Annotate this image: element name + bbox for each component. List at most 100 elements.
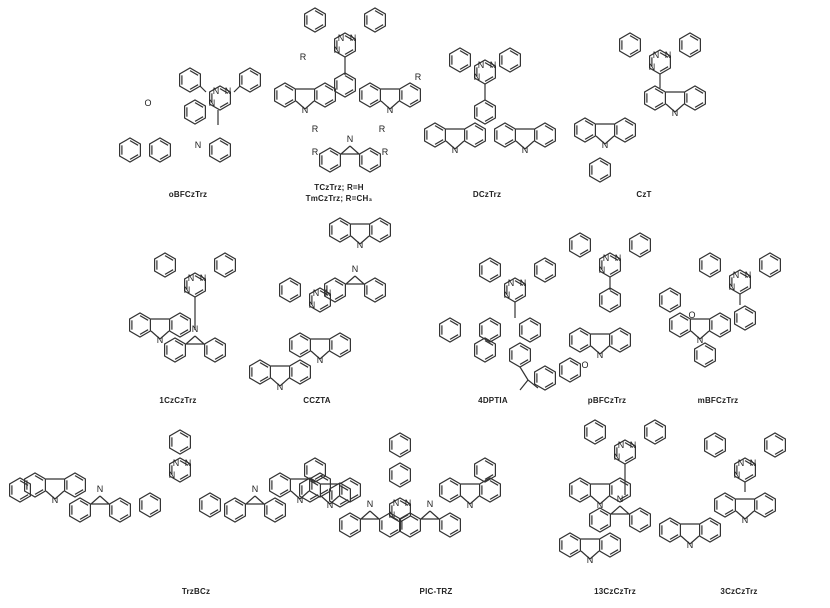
double-bond: [624, 456, 634, 462]
r-substituent: R: [312, 124, 319, 134]
label-CzT: CzT: [636, 190, 651, 199]
single-bond: [349, 145, 360, 155]
double-bond: [399, 479, 409, 485]
double-bond: [409, 529, 419, 535]
benzene-ring: [764, 432, 786, 458]
label-pBFCzTrz: pBFCzTrz: [588, 396, 627, 405]
double-bond: [719, 315, 729, 321]
double-bond: [484, 474, 494, 480]
double-bond: [409, 515, 419, 521]
double-bond: [599, 160, 609, 166]
carbazole-ring: [709, 312, 731, 338]
label-TCzTrz: TCzTrz; R=H: [314, 183, 364, 192]
triazine-nitrogen: N: [309, 300, 316, 310]
single-bond: [595, 135, 606, 145]
carbazole-nitrogen: N: [357, 240, 364, 250]
benzene-ring: [584, 419, 606, 445]
benzene-ring: [9, 477, 31, 503]
double-bond: [484, 460, 494, 466]
benzene-ring: [644, 419, 666, 445]
carbazole-nitrogen: N: [387, 105, 394, 115]
carbazole-nitrogen: N: [277, 382, 284, 392]
carbazole-ring: [569, 327, 591, 353]
benzene-ring: [304, 457, 326, 483]
benzene-ring: [479, 317, 501, 343]
double-bond: [514, 280, 524, 286]
double-bond: [489, 334, 499, 340]
r-substituent: R: [312, 147, 319, 157]
double-bond: [509, 64, 519, 70]
double-bond: [344, 35, 354, 41]
double-bond: [314, 24, 324, 30]
r-substituent: R: [379, 124, 386, 134]
double-bond: [509, 50, 519, 56]
furan-oxygen: O: [688, 310, 695, 320]
triazine-ring: [209, 85, 231, 111]
single-bond: [319, 350, 330, 360]
double-bond: [709, 520, 719, 526]
triazine-nitrogen: N: [184, 285, 191, 295]
carbazole-ring: [64, 472, 86, 498]
double-bond: [409, 99, 419, 105]
benzene-ring: [679, 32, 701, 58]
double-bond: [489, 320, 499, 326]
double-bond: [79, 514, 89, 520]
double-bond: [399, 465, 409, 471]
double-bond: [314, 474, 324, 480]
carbazole-ring: [479, 477, 501, 503]
benzene-ring: [169, 429, 191, 455]
double-bond: [159, 140, 169, 146]
atom-label: N: [195, 140, 202, 150]
double-bond: [484, 354, 494, 360]
double-bond: [314, 460, 324, 466]
double-bond: [149, 495, 159, 501]
carbazole-ring: [644, 85, 666, 111]
triazine-nitrogen: N: [334, 45, 341, 55]
carbazole-ring: [314, 82, 336, 108]
benzene-ring: [699, 252, 721, 278]
double-bond: [299, 349, 309, 355]
double-bond: [529, 320, 539, 326]
double-bond: [544, 139, 554, 145]
single-bond: [290, 490, 301, 500]
double-bond: [609, 269, 619, 275]
label-3CzCzTrz: 3CzCzTrz: [720, 587, 757, 596]
single-bond: [359, 235, 370, 245]
r-substituent: R: [300, 52, 307, 62]
carbazole-ring: [399, 82, 421, 108]
double-bond: [159, 154, 169, 160]
double-bond: [569, 549, 579, 555]
double-bond: [374, 10, 384, 16]
double-bond: [449, 529, 459, 535]
carbazole-ring: [494, 122, 516, 148]
double-bond: [579, 494, 589, 500]
double-bond: [619, 344, 629, 350]
triazine-nitrogen: N: [615, 253, 622, 263]
double-bond: [399, 435, 409, 441]
triazine-nitrogen: N: [350, 33, 357, 43]
carbazole-ring: [289, 332, 311, 358]
benzene-ring: [179, 67, 201, 93]
carbazole-nitrogen: N: [367, 499, 374, 509]
triazine-nitrogen: N: [338, 33, 345, 43]
double-bond: [379, 220, 389, 226]
double-bond: [374, 280, 384, 286]
single-bond: [199, 85, 207, 93]
carbazole-ring: [614, 117, 636, 143]
double-bond: [619, 494, 629, 500]
single-bond: [469, 495, 480, 505]
double-bond: [219, 88, 229, 94]
single-bond: [360, 510, 371, 520]
benzene-ring: [214, 252, 236, 278]
double-bond: [744, 474, 754, 480]
double-bond: [74, 475, 84, 481]
double-bond: [339, 335, 349, 341]
benzene-ring: [199, 492, 221, 518]
double-bond: [504, 125, 514, 131]
double-bond: [284, 85, 294, 91]
double-bond: [329, 164, 339, 170]
double-bond: [724, 509, 734, 515]
double-bond: [599, 524, 609, 530]
